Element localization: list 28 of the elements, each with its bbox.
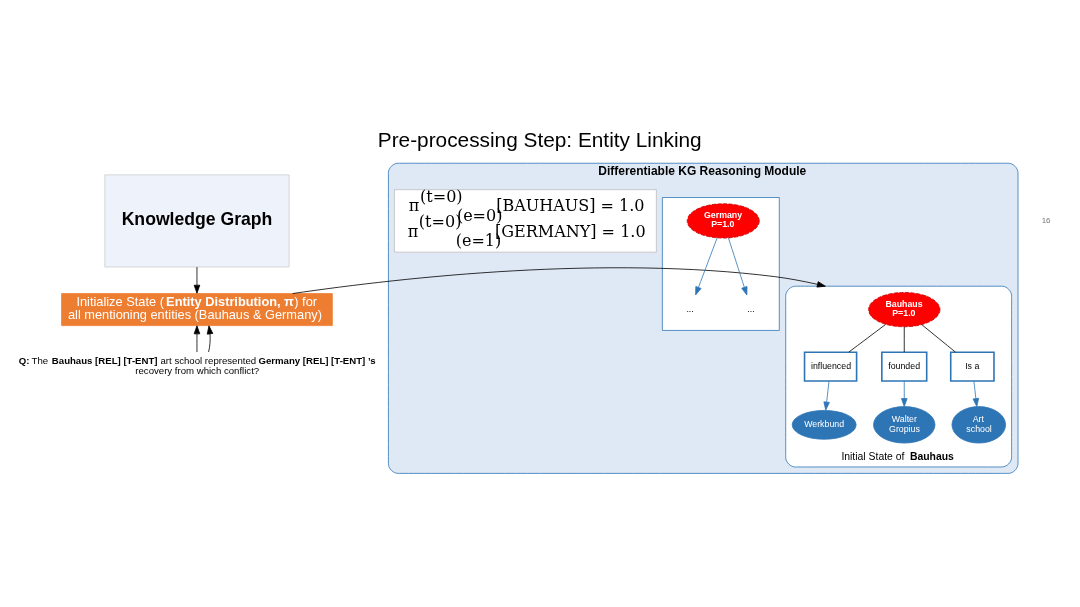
node-box: Knowledge Graph [104,174,290,268]
arrow [823,380,830,411]
arrow [728,237,748,296]
connector [921,324,956,353]
connector [848,324,887,353]
node-box: influenced [803,351,858,382]
node-ellipse: Walter Gropius [873,406,936,444]
arrow [695,237,718,296]
arrow [972,380,980,407]
connector [903,326,905,353]
arrow [193,266,201,294]
label: 16 [1041,215,1051,225]
node-text: ... [747,303,755,314]
arrow [901,380,908,407]
diagram-title: Pre-processing Step: Entity Linking [377,128,702,152]
node-ellipse: Werkbund [791,410,857,440]
node-ellipse: Germany P=1.0 [686,203,760,239]
arrow [206,325,214,353]
node-ellipse: Bauhaus P=1.0 [868,292,941,328]
arrow [292,267,826,294]
node-box: Initialize State (Entity Distribution, π) for all mentioning entities (Bauhaus & Germany) [61,293,333,326]
cluster [661,197,780,331]
node-box: founded [881,351,928,382]
node-text: Q: The Bauhaus [REL] [T-ENT] art school represented Germany [REL] [T-ENT] ’s recovery from which conflict? [18,354,376,376]
node-ellipse: Art school [951,406,1006,444]
node-box: Is a [949,351,995,382]
arrow [193,325,201,353]
node-text: ... [686,303,694,314]
